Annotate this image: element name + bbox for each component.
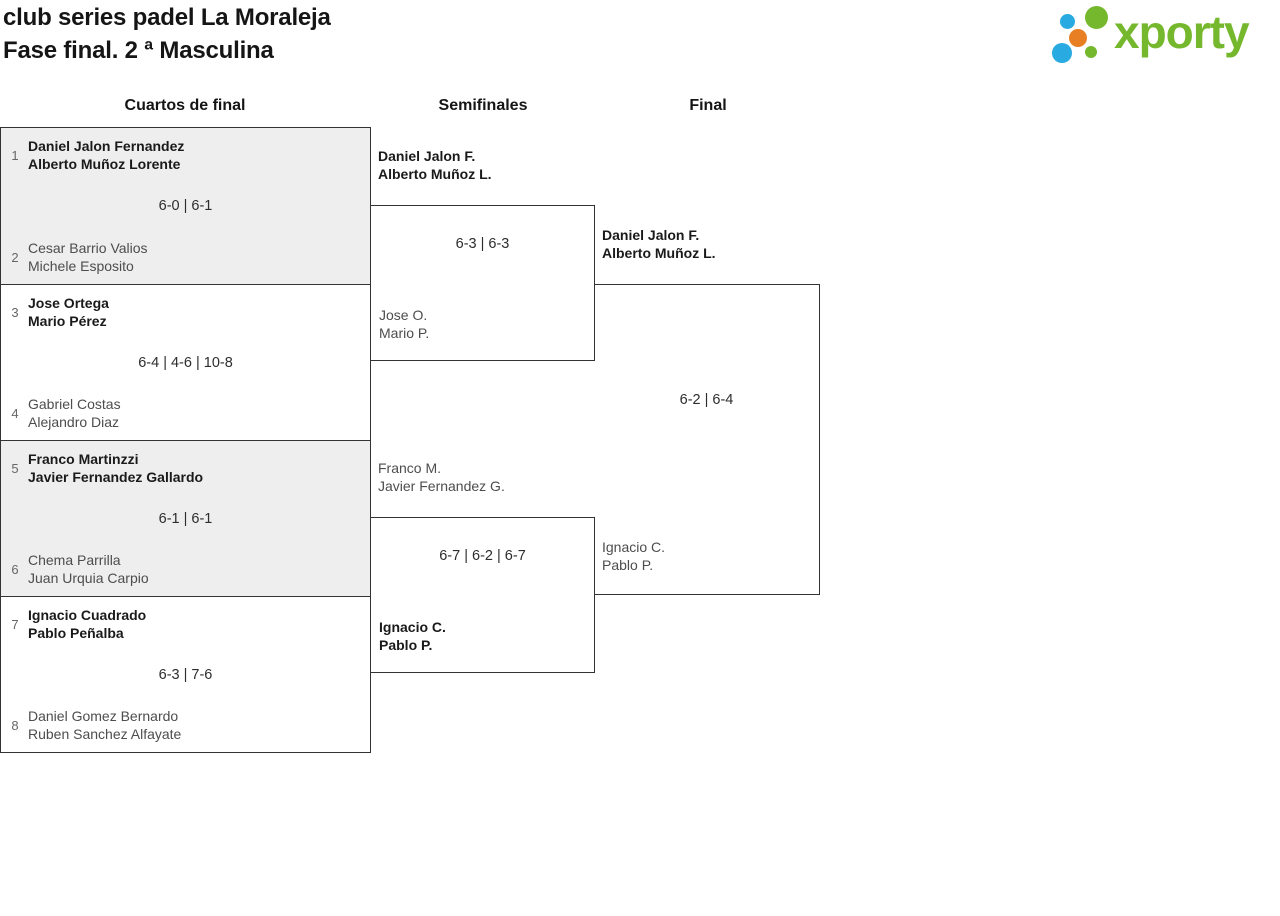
team-names: Chema Parrilla Juan Urquia Carpio bbox=[28, 551, 149, 587]
match-score: 6-1 | 6-1 bbox=[158, 510, 213, 527]
seed-number: 3 bbox=[11, 304, 19, 320]
tournament-name: club series padel La Moraleja bbox=[3, 4, 331, 31]
player-name: Mario P. bbox=[379, 325, 430, 341]
team-names: Jose Ortega Mario Pérez bbox=[28, 294, 109, 330]
player-name: Franco M. bbox=[378, 460, 442, 476]
player-name: Ignacio Cuadrado bbox=[28, 607, 147, 623]
qf-match-1: 1 Daniel Jalon Fernandez Alberto Muñoz L… bbox=[1, 128, 370, 284]
player-name: Daniel Jalon Fernandez bbox=[28, 138, 185, 154]
player-name: Daniel Gomez Bernardo bbox=[28, 708, 179, 724]
team-entry: 8 Daniel Gomez Bernardo Ruben Sanchez Al… bbox=[9, 707, 181, 743]
team-names: Franco Martinzzi Javier Fernandez Gallar… bbox=[28, 450, 203, 486]
player-name: Javier Fernandez G. bbox=[378, 478, 505, 494]
qf-match-3: 5 Franco Martinzzi Javier Fernandez Gall… bbox=[1, 440, 370, 596]
logo-dot-blue-large-icon bbox=[1052, 43, 1072, 63]
seed-number: 5 bbox=[11, 460, 19, 476]
match-score: 6-3 | 7-6 bbox=[158, 666, 213, 683]
match-score: 6-4 | 4-6 | 10-8 bbox=[138, 354, 233, 371]
logo-wordmark: xporty bbox=[1114, 6, 1250, 58]
player-name: Chema Parrilla bbox=[28, 552, 121, 568]
final-team-top: Daniel Jalon F. Alberto Muñoz L. bbox=[602, 226, 716, 262]
team-names: Ignacio Cuadrado Pablo Peñalba bbox=[28, 606, 146, 642]
sf-match-1: 6-3 | 6-3 Jose O. Mario P. bbox=[370, 205, 595, 361]
team-entry: 3 Jose Ortega Mario Pérez bbox=[9, 294, 109, 330]
seed-number: 6 bbox=[11, 561, 19, 577]
match-score: 6-2 | 6-4 bbox=[679, 392, 734, 408]
sf1-team-top: Daniel Jalon F. Alberto Muñoz L. bbox=[378, 147, 492, 183]
tournament-phase: Fase final. 2 ª Masculina bbox=[3, 37, 274, 64]
player-name: Daniel Jalon F. bbox=[378, 148, 476, 164]
xporty-logo[interactable]: xporty bbox=[1050, 0, 1278, 70]
seed-number: 4 bbox=[11, 405, 19, 421]
team-entry: 2 Cesar Barrio Valios Michele Esposito bbox=[9, 239, 148, 275]
match-score: 6-7 | 6-2 | 6-7 bbox=[439, 548, 526, 564]
team-names: Cesar Barrio Valios Michele Esposito bbox=[28, 239, 148, 275]
team-entry: 7 Ignacio Cuadrado Pablo Peñalba bbox=[9, 606, 146, 642]
round-header-semifinals: Semifinales bbox=[438, 97, 528, 114]
player-name: Mario Pérez bbox=[28, 313, 107, 329]
team-entry: 4 Gabriel Costas Alejandro Diaz bbox=[9, 395, 121, 431]
logo-dot-blue-small-icon bbox=[1060, 14, 1075, 29]
seed-number: 7 bbox=[11, 616, 19, 632]
player-name: Alberto Muñoz Lorente bbox=[28, 156, 181, 172]
player-name: Juan Urquia Carpio bbox=[28, 570, 149, 586]
player-name: Pablo Peñalba bbox=[28, 625, 124, 641]
final-match: 6-2 | 6-4 Ignacio C. Pablo P. bbox=[594, 284, 820, 595]
player-name: Javier Fernandez Gallardo bbox=[28, 469, 204, 485]
player-name: Pablo P. bbox=[379, 637, 433, 653]
logo-dot-green-small-icon bbox=[1085, 46, 1097, 58]
page-title: club series padel La Moraleja Fase final… bbox=[3, 1, 331, 67]
quarterfinals-column: 1 Daniel Jalon Fernandez Alberto Muñoz L… bbox=[0, 127, 371, 753]
team-entry: 1 Daniel Jalon Fernandez Alberto Muñoz L… bbox=[9, 137, 184, 173]
player-name: Pablo P. bbox=[602, 557, 654, 573]
team-names: Daniel Jalon Fernandez Alberto Muñoz Lor… bbox=[28, 137, 184, 173]
player-name: Franco Martinzzi bbox=[28, 451, 139, 467]
player-name: Jose O. bbox=[379, 307, 428, 323]
qf-match-2: 3 Jose Ortega Mario Pérez 6-4 | 4-6 | 10… bbox=[1, 284, 370, 440]
team-names: Daniel Gomez Bernardo Ruben Sanchez Alfa… bbox=[28, 707, 181, 743]
logo-dot-green-large-icon bbox=[1085, 6, 1108, 29]
round-header-quarterfinals: Cuartos de final bbox=[124, 97, 246, 114]
qf-match-4: 7 Ignacio Cuadrado Pablo Peñalba 6-3 | 7… bbox=[1, 596, 370, 752]
sf2-team-bottom: Ignacio C. Pablo P. bbox=[379, 618, 446, 654]
round-header-final: Final bbox=[689, 97, 727, 114]
sf2-team-top: Franco M. Javier Fernandez G. bbox=[378, 459, 505, 495]
seed-number: 8 bbox=[11, 717, 19, 733]
sf1-team-bottom: Jose O. Mario P. bbox=[379, 306, 429, 342]
player-name: Alberto Muñoz L. bbox=[602, 245, 716, 261]
player-name: Daniel Jalon F. bbox=[602, 227, 700, 243]
match-score: 6-3 | 6-3 bbox=[455, 236, 510, 252]
seed-number: 2 bbox=[11, 249, 19, 265]
player-name: Ignacio C. bbox=[602, 539, 666, 555]
seed-number: 1 bbox=[11, 147, 19, 163]
team-entry: 5 Franco Martinzzi Javier Fernandez Gall… bbox=[9, 450, 203, 486]
logo-dot-orange-icon bbox=[1069, 29, 1087, 47]
team-names: Gabriel Costas Alejandro Diaz bbox=[28, 395, 121, 431]
match-score: 6-0 | 6-1 bbox=[158, 198, 213, 214]
player-name: Gabriel Costas bbox=[28, 396, 121, 412]
player-name: Ignacio C. bbox=[379, 619, 446, 635]
player-name: Alejandro Diaz bbox=[28, 414, 120, 430]
sf-match-2: 6-7 | 6-2 | 6-7 Ignacio C. Pablo P. bbox=[370, 517, 595, 673]
final-team-bottom: Ignacio C. Pablo P. bbox=[602, 538, 665, 574]
player-name: Ruben Sanchez Alfayate bbox=[28, 726, 182, 742]
player-name: Michele Esposito bbox=[28, 258, 134, 274]
player-name: Alberto Muñoz L. bbox=[378, 166, 492, 182]
player-name: Jose Ortega bbox=[28, 295, 109, 311]
player-name: Cesar Barrio Valios bbox=[28, 240, 148, 256]
team-entry: 6 Chema Parrilla Juan Urquia Carpio bbox=[9, 551, 149, 587]
